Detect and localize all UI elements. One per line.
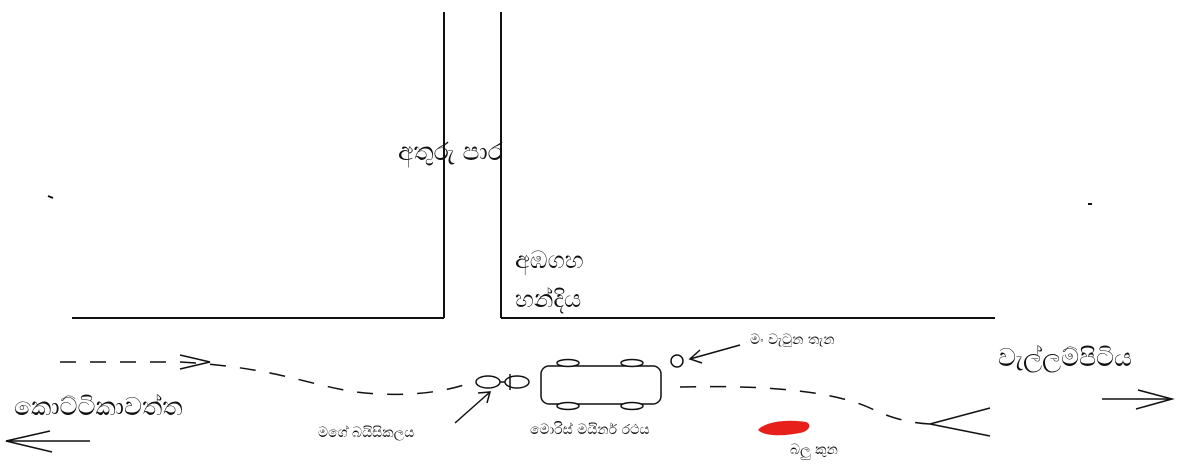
right-direction-arrow-icon xyxy=(1135,389,1175,410)
bicycle-icon xyxy=(475,374,530,390)
dog-label: බලු කුන xyxy=(790,442,838,458)
bicycle-pointer xyxy=(454,391,491,424)
fall-point-pointer xyxy=(689,344,741,360)
fall-point-arrow-icon xyxy=(688,349,703,364)
bicycle-path xyxy=(60,361,471,396)
side-road-label: අතුරු පාර xyxy=(398,137,503,166)
left-destination-label: කොට්ටිකාවත්ත xyxy=(14,392,183,421)
car-path xyxy=(679,385,931,425)
left-direction-arrow-icon xyxy=(5,430,53,453)
car-path-arrow-icon xyxy=(929,407,991,437)
junction-label-line2: හන්දිය xyxy=(515,285,582,313)
junction-label-line1: අඹගහ xyxy=(515,246,584,274)
bicycle-pointer-arrow-icon xyxy=(477,391,492,404)
right-destination-label: වැල්ලම්පිටිය xyxy=(998,343,1132,372)
path-arrow-icon xyxy=(179,354,211,370)
stray-mark-left xyxy=(47,195,54,199)
car-icon xyxy=(540,358,662,411)
car-label: මොරිස් මයිනර් රථය xyxy=(530,422,650,438)
bicycle-label: මගේ බයිසිකලය xyxy=(318,425,415,441)
fall-point-marker xyxy=(670,354,684,368)
dog-marker xyxy=(758,420,810,436)
fall-point-label: මං වැටුන තැන xyxy=(750,332,835,348)
